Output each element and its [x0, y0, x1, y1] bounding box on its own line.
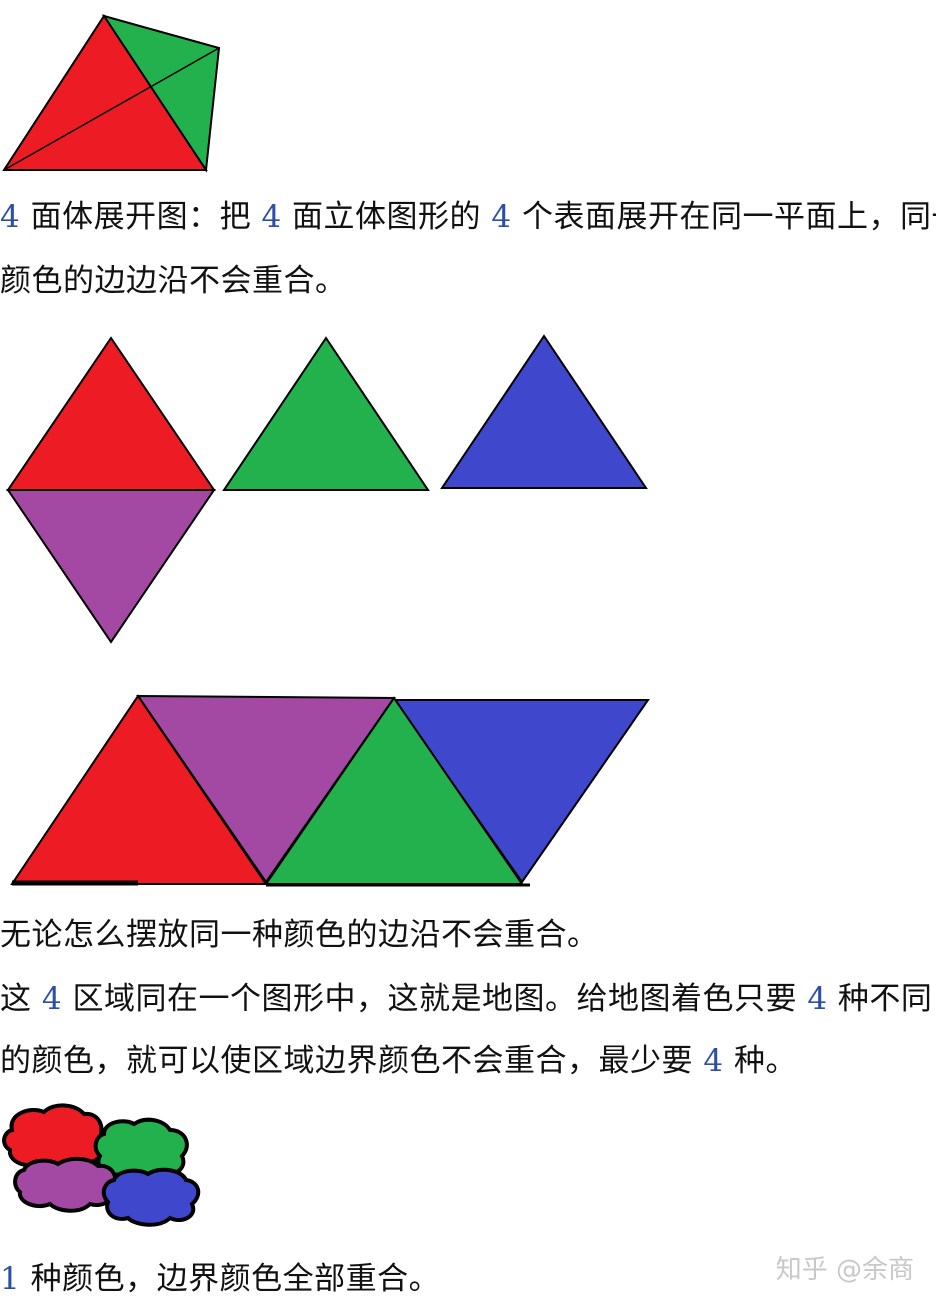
face-blue [440, 334, 648, 489]
para4-line: 1 种颜色，边界颜色全部重合。 [0, 1261, 441, 1297]
separated-faces-figure [6, 334, 648, 644]
cloud-purple [13, 1157, 118, 1213]
tetra-hidden-edge [3, 47, 220, 171]
tetrahedron-figure [2, 14, 221, 173]
face-red [6, 336, 216, 491]
cloud-blue [101, 1167, 201, 1227]
para1-line2: 颜色的边边沿不会重合。 [0, 263, 347, 299]
tetra-red-face [2, 14, 208, 171]
cloud-map-figure [2, 1103, 201, 1227]
watermark: 知乎 @余商 [775, 1255, 914, 1285]
net-strip-figure [10, 694, 650, 887]
para3-line1: 这 4 区域同在一个图形中，这就是地图。给地图着色只要 4 种不同 [0, 981, 933, 1017]
para3-line2: 的颜色，就可以使区域边界颜色不会重合，最少要 4 种。 [0, 1043, 797, 1079]
net-red [10, 694, 268, 885]
para2-line: 无论怎么摆放同一种颜色的边沿不会重合。 [0, 917, 599, 953]
para1-line1: 4 面体展开图：把 4 面立体图形的 4 个表面展开在同一平面上，同一 [0, 199, 936, 235]
face-green [222, 336, 430, 491]
face-purple [6, 489, 216, 644]
